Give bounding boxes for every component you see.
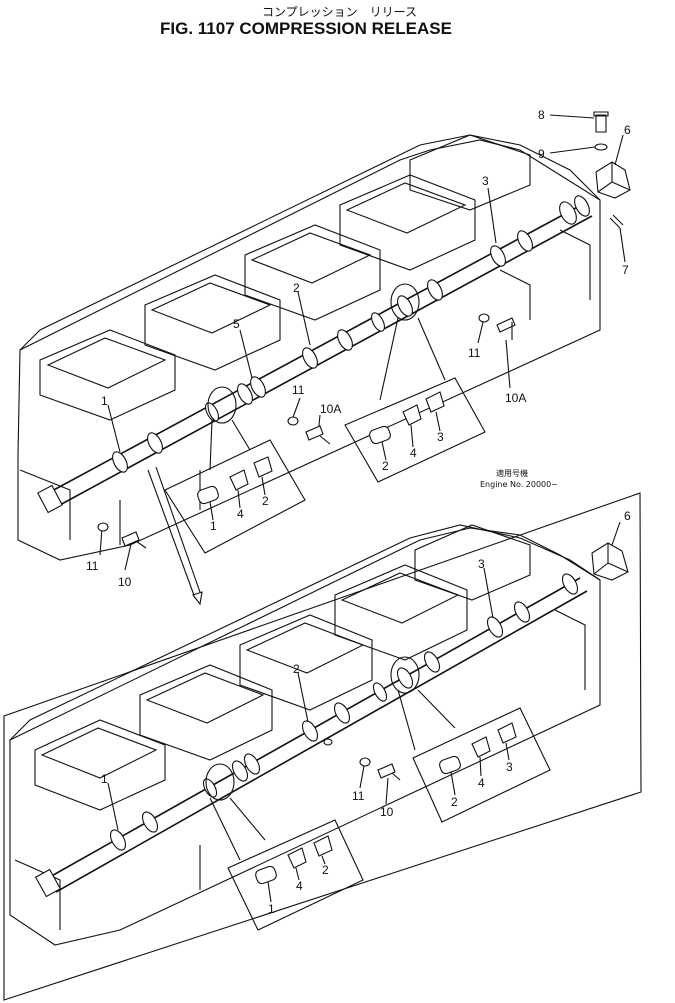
lower-callout-1: 1: [101, 772, 108, 786]
engine-note-en: Engine No. 20000~: [480, 480, 558, 489]
lower-right-inset-label-3: 3: [506, 760, 513, 774]
upper-cylinder-head: [17, 134, 601, 561]
lower-bolts-washers: [323, 738, 401, 781]
callout-10: 10: [118, 575, 132, 589]
engine-note: 適用号機 Engine No. 20000~: [480, 468, 558, 489]
lower-leader-lines: [107, 521, 621, 861]
callout-7: 7: [622, 263, 629, 277]
upper-bolts-washers: [97, 313, 516, 549]
lower-left-inset-label-1: 1: [268, 902, 275, 916]
figure-title: FIG. 1107 COMPRESSION RELEASE: [160, 19, 452, 38]
lower-callout-10: 10: [380, 805, 394, 819]
upper-inset-right: 2 4 3: [344, 377, 486, 483]
callout-8: 8: [538, 108, 545, 122]
engine-note-jp: 適用号機: [496, 468, 528, 478]
upper-camshaft: [37, 195, 593, 514]
lower-right-inset-label-4: 4: [478, 776, 485, 790]
upper-right-inset-label-3: 3: [437, 430, 444, 444]
lower-lever-assembly: [591, 542, 629, 581]
upper-left-inset-label-1: 1: [210, 519, 217, 533]
callout-10A-right: 10A: [505, 391, 526, 405]
callout-11-c: 11: [86, 559, 99, 573]
callout-9: 9: [538, 147, 545, 161]
upper-right-inset-label-4: 4: [410, 446, 417, 460]
lower-left-inset-label-2: 2: [322, 863, 329, 877]
lower-right-inset-label-2: 2: [451, 795, 458, 809]
callout-2: 2: [293, 281, 300, 295]
callout-11-a: 11: [292, 383, 305, 397]
upper-lever-assembly: [593, 111, 631, 229]
upper-callouts: 8 9 6 3 7 2 5 1 11 10A 11 10A 11 10: [86, 108, 631, 589]
upper-inset-left: 1 4 2: [164, 439, 306, 554]
lower-callout-2: 2: [293, 662, 300, 676]
lower-left-inset-label-4: 4: [296, 879, 303, 893]
callout-5: 5: [233, 317, 240, 331]
upper-right-inset-label-2: 2: [382, 459, 389, 473]
upper-leader-lines: [99, 114, 626, 606]
lower-cylinder-head: [9, 524, 601, 946]
callout-3: 3: [482, 174, 489, 188]
upper-left-inset-label-4: 4: [237, 507, 244, 521]
lower-inset-right: 2 4 3: [412, 707, 551, 823]
callout-10A-left: 10A: [320, 402, 341, 416]
lower-callout-6: 6: [624, 509, 631, 523]
lower-inset-left: 1 4 2: [227, 819, 364, 931]
title-japanese: コンプレッション リリース: [262, 5, 417, 19]
lower-camshaft: [34, 573, 588, 898]
upper-left-inset-label-2: 2: [262, 494, 269, 508]
callout-6: 6: [624, 123, 631, 137]
callout-1: 1: [101, 394, 108, 408]
lower-frame: [3, 492, 642, 1001]
lower-callout-11: 11: [352, 789, 365, 803]
lower-callout-3: 3: [478, 557, 485, 571]
callout-11-b: 11: [468, 346, 481, 360]
lower-callouts: 6 3 2 1 11 10: [101, 509, 631, 819]
